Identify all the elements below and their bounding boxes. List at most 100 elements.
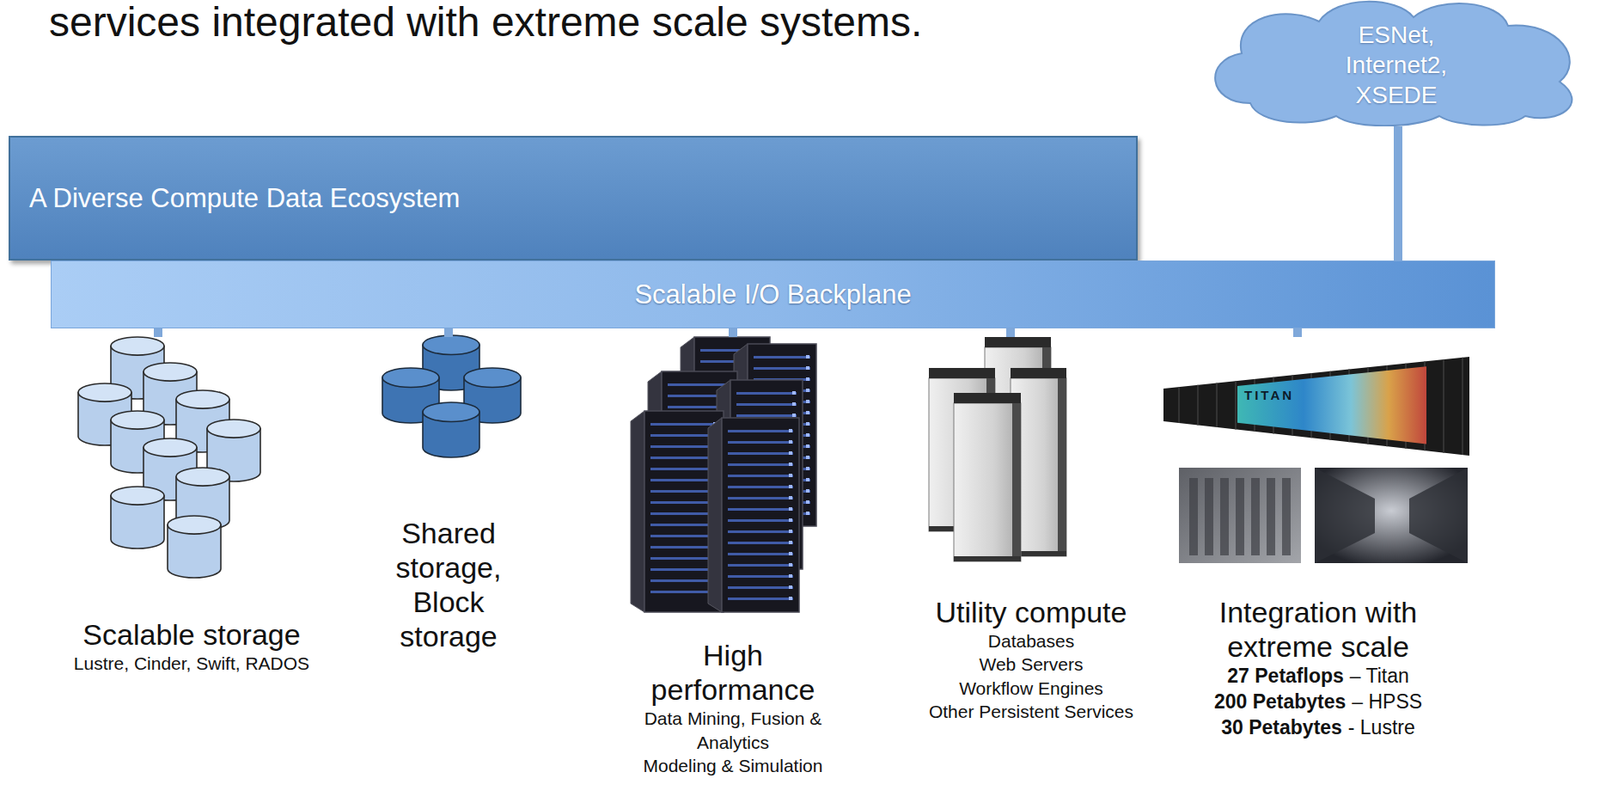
cylinder-top [422, 402, 480, 422]
tower-cap [928, 367, 996, 379]
rack-led [788, 529, 793, 533]
cabinet-seam [1215, 383, 1218, 428]
rack-light [736, 391, 797, 395]
backplane-link [1006, 328, 1015, 337]
cloud-label: ESNet, Internet2, XSEDE [1336, 19, 1457, 110]
rack-led [806, 421, 810, 426]
spec-name: - Lustre [1348, 715, 1416, 739]
rack-light [650, 556, 718, 560]
photo-rack [1235, 477, 1245, 556]
spec-row: 27 Petaflops– Titan [1163, 663, 1473, 690]
tower-body [953, 403, 1021, 562]
rack-light [727, 451, 794, 455]
rack-light [650, 433, 718, 437]
cylinder-top [422, 335, 480, 355]
spec-value: 30 Petabytes [1221, 715, 1343, 739]
spec-row: 30 Petabytes- Lustre [1163, 714, 1473, 741]
rack-light [727, 440, 794, 444]
rack-light [727, 530, 794, 533]
utility-item: Utility computeDatabasesWeb ServersWorkf… [902, 336, 1161, 723]
rack-light [667, 383, 732, 386]
cylinder-top [143, 438, 197, 457]
rack-light [650, 456, 718, 459]
rack-light [727, 519, 794, 522]
block-storage-item: Shared storage, Block storage [375, 336, 522, 654]
backplane-link [1393, 126, 1403, 261]
rack-light [650, 545, 718, 549]
tower-side [1012, 403, 1021, 562]
item-detail: Databases [902, 629, 1161, 653]
rack-led [788, 428, 793, 433]
rack-light [727, 541, 794, 544]
photo-label: TITAN [1244, 388, 1295, 402]
backplane-link [728, 328, 738, 337]
storage-photo [1178, 467, 1301, 563]
rack-led [792, 402, 796, 406]
rack-led [792, 413, 796, 417]
rack-light [727, 474, 794, 477]
rack-light [650, 422, 718, 426]
rack-led [788, 562, 793, 567]
rack-light [736, 403, 797, 406]
rack-light [753, 366, 811, 370]
rack-led [788, 439, 793, 444]
rack-light [650, 512, 718, 515]
cylinder-top [176, 390, 230, 409]
cylinder-top [110, 486, 165, 505]
rack-led [788, 473, 793, 477]
storage-item: Scalable storageLustre, Cinder, Swift, R… [62, 336, 321, 675]
spec-name: – Titan [1349, 664, 1410, 687]
photo-rack [1251, 477, 1260, 556]
cabinet-seam [1196, 384, 1199, 426]
rack-side [630, 410, 645, 612]
cabinet-seam [1461, 357, 1464, 455]
cabinet-seam [1178, 386, 1180, 423]
rack-light [727, 507, 794, 511]
rack-led [788, 540, 793, 544]
spec-value: 200 Petabytes [1214, 690, 1346, 713]
item-heading: Integration with extreme scale [1163, 594, 1473, 664]
rack-led [806, 366, 810, 370]
rack-led [806, 500, 810, 504]
rack-light [650, 523, 718, 526]
rack-light [650, 478, 718, 482]
corridor-left [1314, 467, 1375, 563]
photo-rack [1220, 477, 1229, 556]
rack-light [650, 590, 718, 593]
slide-heading: services integrated with extreme scale s… [48, 0, 923, 46]
item-detail: Workflow Engines [902, 676, 1161, 700]
cabinet-seam [1234, 380, 1237, 429]
tower-cap [953, 392, 1021, 404]
corridor-photo [1314, 467, 1468, 563]
rack-light [727, 485, 794, 489]
rack-led [806, 377, 810, 381]
rack-light [727, 586, 794, 589]
rack-light [727, 463, 794, 466]
item-detail: Modeling & Simulation [621, 753, 845, 777]
rack-led [806, 511, 810, 515]
photo-rack [1266, 477, 1276, 556]
photo-rack [1204, 477, 1214, 556]
rack-light [727, 563, 794, 567]
rack-front [721, 417, 800, 612]
cylinder-top [110, 410, 165, 429]
rack-led [806, 433, 810, 437]
titan-panel [1237, 366, 1427, 444]
item-heading: High performance [621, 637, 845, 707]
rack-led [806, 466, 810, 471]
tower-side [1057, 378, 1067, 556]
rack-led [806, 488, 810, 493]
item-detail: Lustre, Cinder, Swift, RADOS [62, 651, 321, 675]
cylinder-top [464, 367, 521, 387]
cylinder-top [78, 383, 132, 402]
rack-led [806, 399, 810, 404]
rack-led [788, 451, 793, 455]
cylinder-top [382, 367, 440, 387]
item-detail: Data Mining, Fusion & Analytics [621, 706, 845, 754]
rack-light [650, 445, 718, 448]
rack-light [650, 500, 718, 504]
item-detail: Other Persistent Services [902, 699, 1161, 723]
cabinet-seam [1442, 359, 1445, 453]
rack-led [806, 388, 810, 392]
spec-value: 27 Petaflops [1227, 664, 1344, 687]
